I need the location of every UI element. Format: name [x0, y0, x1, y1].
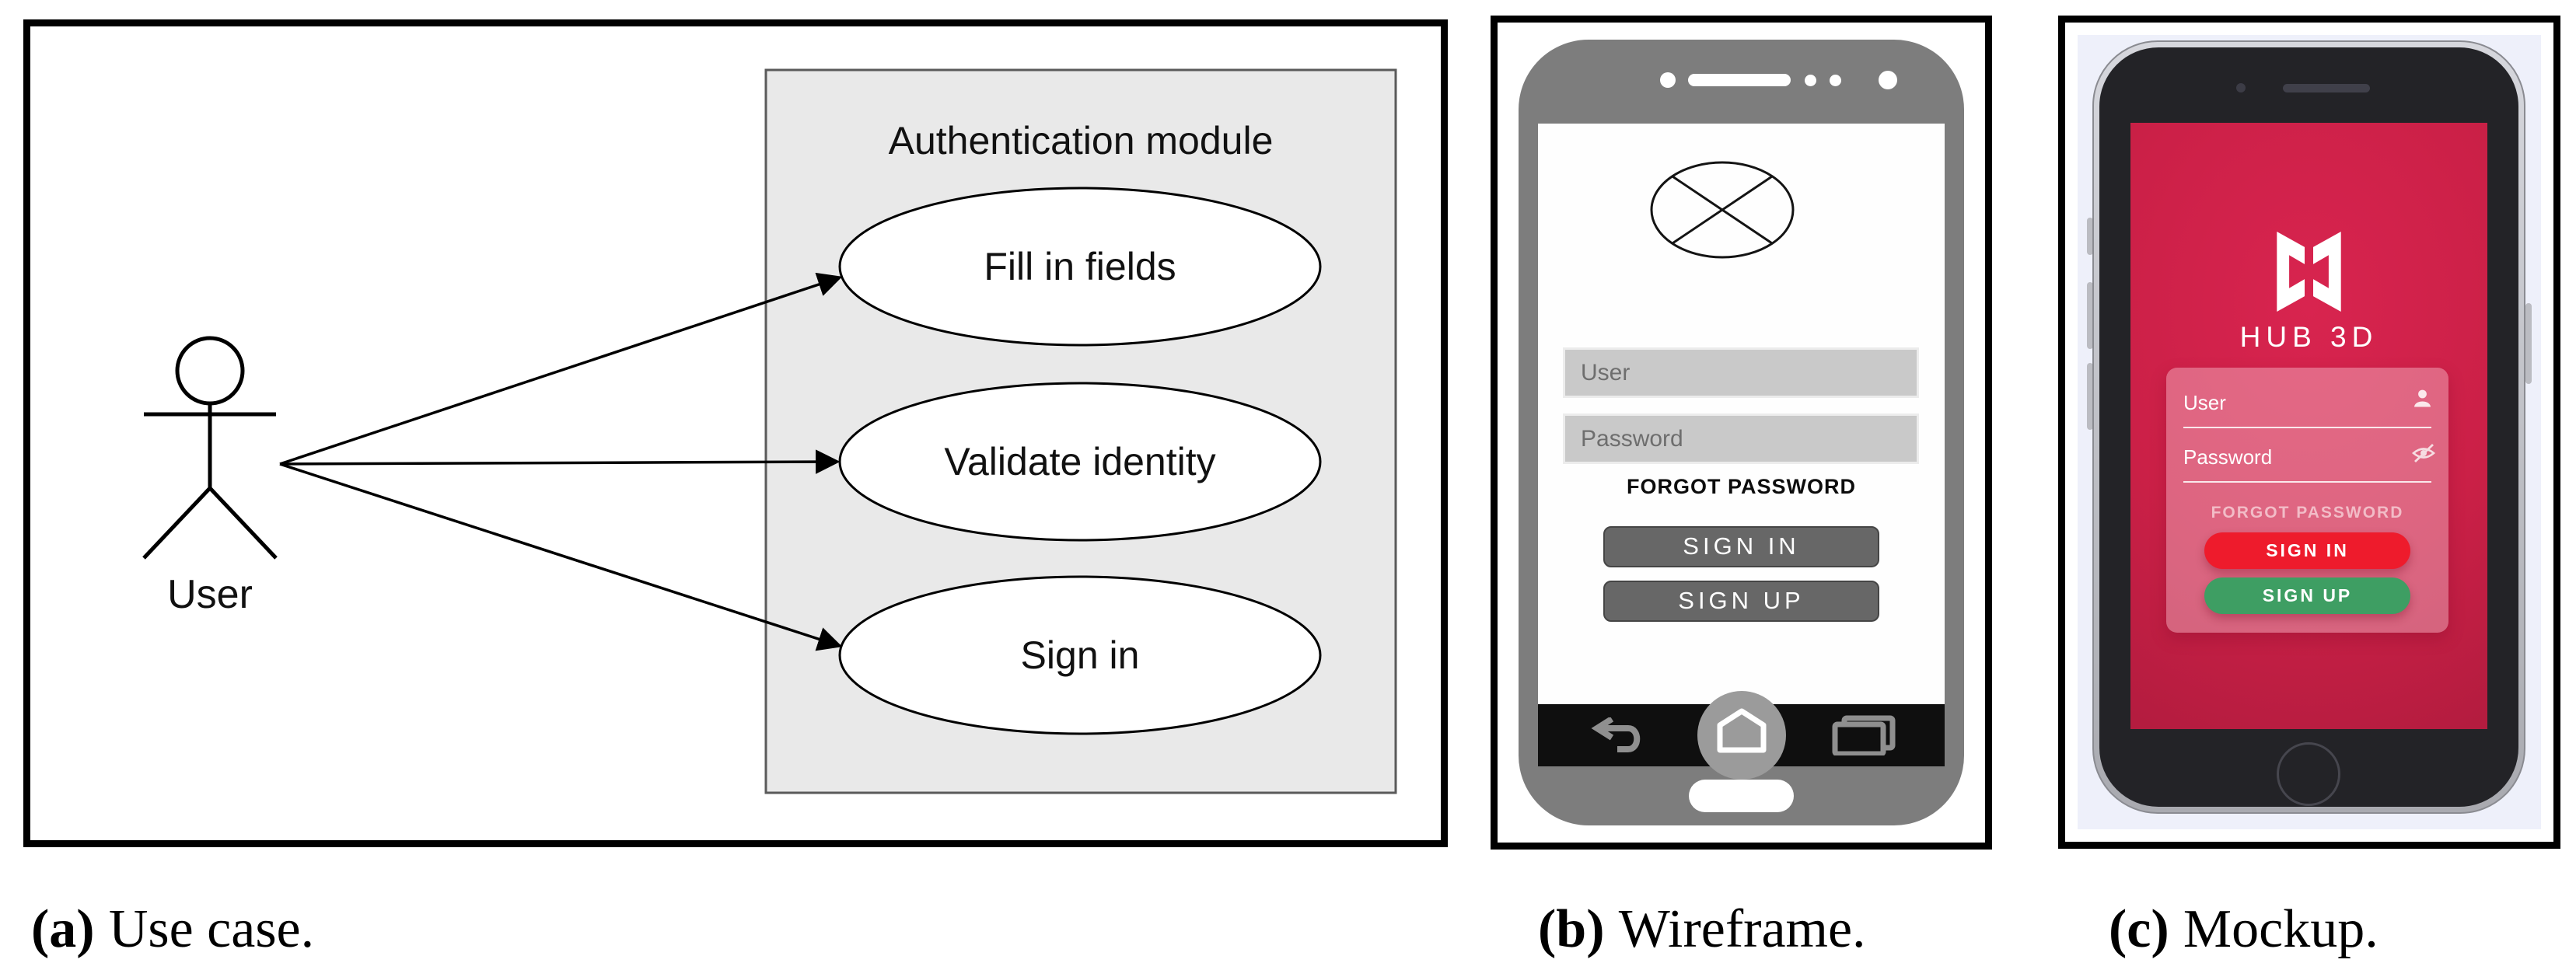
- forgot-password-link[interactable]: FORGOT PASSWORD: [1627, 475, 1856, 498]
- password-field[interactable]: Password: [1563, 413, 1919, 464]
- caption-a: (a)Use case.: [31, 898, 314, 961]
- home-icon: [1717, 708, 1767, 753]
- caption-a-label: (a): [31, 899, 95, 959]
- recents-icon[interactable]: [1827, 715, 1901, 755]
- home-button[interactable]: [1697, 691, 1786, 780]
- phone-bezel: HUB 3D User Password: [2099, 47, 2518, 807]
- caption-b: (b)Wireframe.: [1538, 898, 1866, 961]
- mockup-phone: HUB 3D User Password: [2092, 40, 2525, 814]
- actor-label: User: [167, 572, 253, 617]
- speaker-slot-icon: [1688, 74, 1791, 86]
- actor-user: [142, 336, 278, 560]
- login-card: User Password FORGOT: [2166, 368, 2448, 633]
- association-arrows: [279, 272, 843, 651]
- caption-a-text: Use case.: [108, 899, 315, 959]
- arrow-to-sign-in: [279, 462, 843, 651]
- sensor-dot-icon: [1660, 72, 1676, 88]
- mockup-screen: HUB 3D User Password: [2130, 123, 2487, 729]
- caption-c-label: (c): [2109, 899, 2169, 959]
- mute-switch[interactable]: [2087, 218, 2093, 255]
- use-case-diagram: Authentication module Fill in fields Val…: [142, 68, 1397, 794]
- caption-b-label: (b): [1538, 899, 1605, 959]
- sensor-dot-icon: [1805, 75, 1816, 86]
- panel-wireframe: User Password FORGOT PASSWORD SIGN IN SI…: [1491, 16, 1992, 850]
- sign-in-button[interactable]: SIGN IN: [2204, 532, 2410, 569]
- use-case-label: Fill in fields: [984, 245, 1176, 288]
- arrow-to-validate-identity: [279, 449, 841, 474]
- sign-up-button[interactable]: SIGN UP: [2204, 577, 2410, 614]
- password-placeholder: Password: [1581, 426, 1683, 452]
- hub3d-logo-icon: [2277, 232, 2341, 312]
- navigation-bar: [1538, 691, 1945, 780]
- use-case-validate-identity: Validate identity: [838, 382, 1322, 542]
- caption-c-text: Mockup.: [2183, 899, 2379, 959]
- power-button[interactable]: [2525, 303, 2532, 384]
- person-icon: [2414, 389, 2431, 407]
- caption-c: (c)Mockup.: [2109, 898, 2379, 961]
- app-name: HUB 3D: [2239, 321, 2379, 353]
- use-case-label: Sign in: [1021, 633, 1140, 677]
- username-underline: [2183, 427, 2431, 428]
- username-field[interactable]: User: [2183, 391, 2226, 414]
- use-case-label: Validate identity: [944, 440, 1215, 483]
- back-icon[interactable]: [1583, 717, 1650, 753]
- eye-off-icon[interactable]: [2411, 442, 2436, 463]
- home-key[interactable]: [1689, 780, 1794, 812]
- volume-down-button[interactable]: [2087, 363, 2093, 430]
- camera-icon: [2236, 83, 2246, 92]
- package-title: Authentication module: [889, 119, 1274, 162]
- panel-use-case: Authentication module Fill in fields Val…: [23, 19, 1448, 847]
- sign-up-button[interactable]: SIGN UP: [1603, 581, 1879, 622]
- image-placeholder-icon: [1650, 161, 1795, 259]
- password-underline: [2183, 481, 2431, 483]
- use-case-sign-in: Sign in: [838, 575, 1322, 735]
- home-button[interactable]: [2277, 742, 2340, 806]
- volume-up-button[interactable]: [2087, 282, 2093, 349]
- wireframe-phone: User Password FORGOT PASSWORD SIGN IN SI…: [1519, 40, 1964, 825]
- wireframe-screen: User Password FORGOT PASSWORD SIGN IN SI…: [1538, 124, 1945, 780]
- camera-icon: [1879, 71, 1897, 89]
- username-field[interactable]: User: [1563, 347, 1919, 398]
- arrow-to-fill-in-fields: [279, 272, 843, 466]
- caption-b-text: Wireframe.: [1618, 899, 1866, 959]
- panel-mockup: HUB 3D User Password: [2058, 16, 2560, 849]
- sensor-dot-icon: [1830, 75, 1841, 86]
- mockup-background: HUB 3D User Password: [2078, 35, 2541, 829]
- forgot-password-link[interactable]: FORGOT PASSWORD: [2211, 504, 2404, 522]
- speaker-slot-icon: [2283, 84, 2370, 92]
- sign-in-button[interactable]: SIGN IN: [1603, 526, 1879, 567]
- wireframe-background: User Password FORGOT PASSWORD SIGN IN SI…: [1498, 23, 1985, 843]
- use-case-fill-in-fields: Fill in fields: [838, 187, 1322, 347]
- password-field[interactable]: Password: [2183, 445, 2273, 469]
- username-placeholder: User: [1581, 360, 1631, 386]
